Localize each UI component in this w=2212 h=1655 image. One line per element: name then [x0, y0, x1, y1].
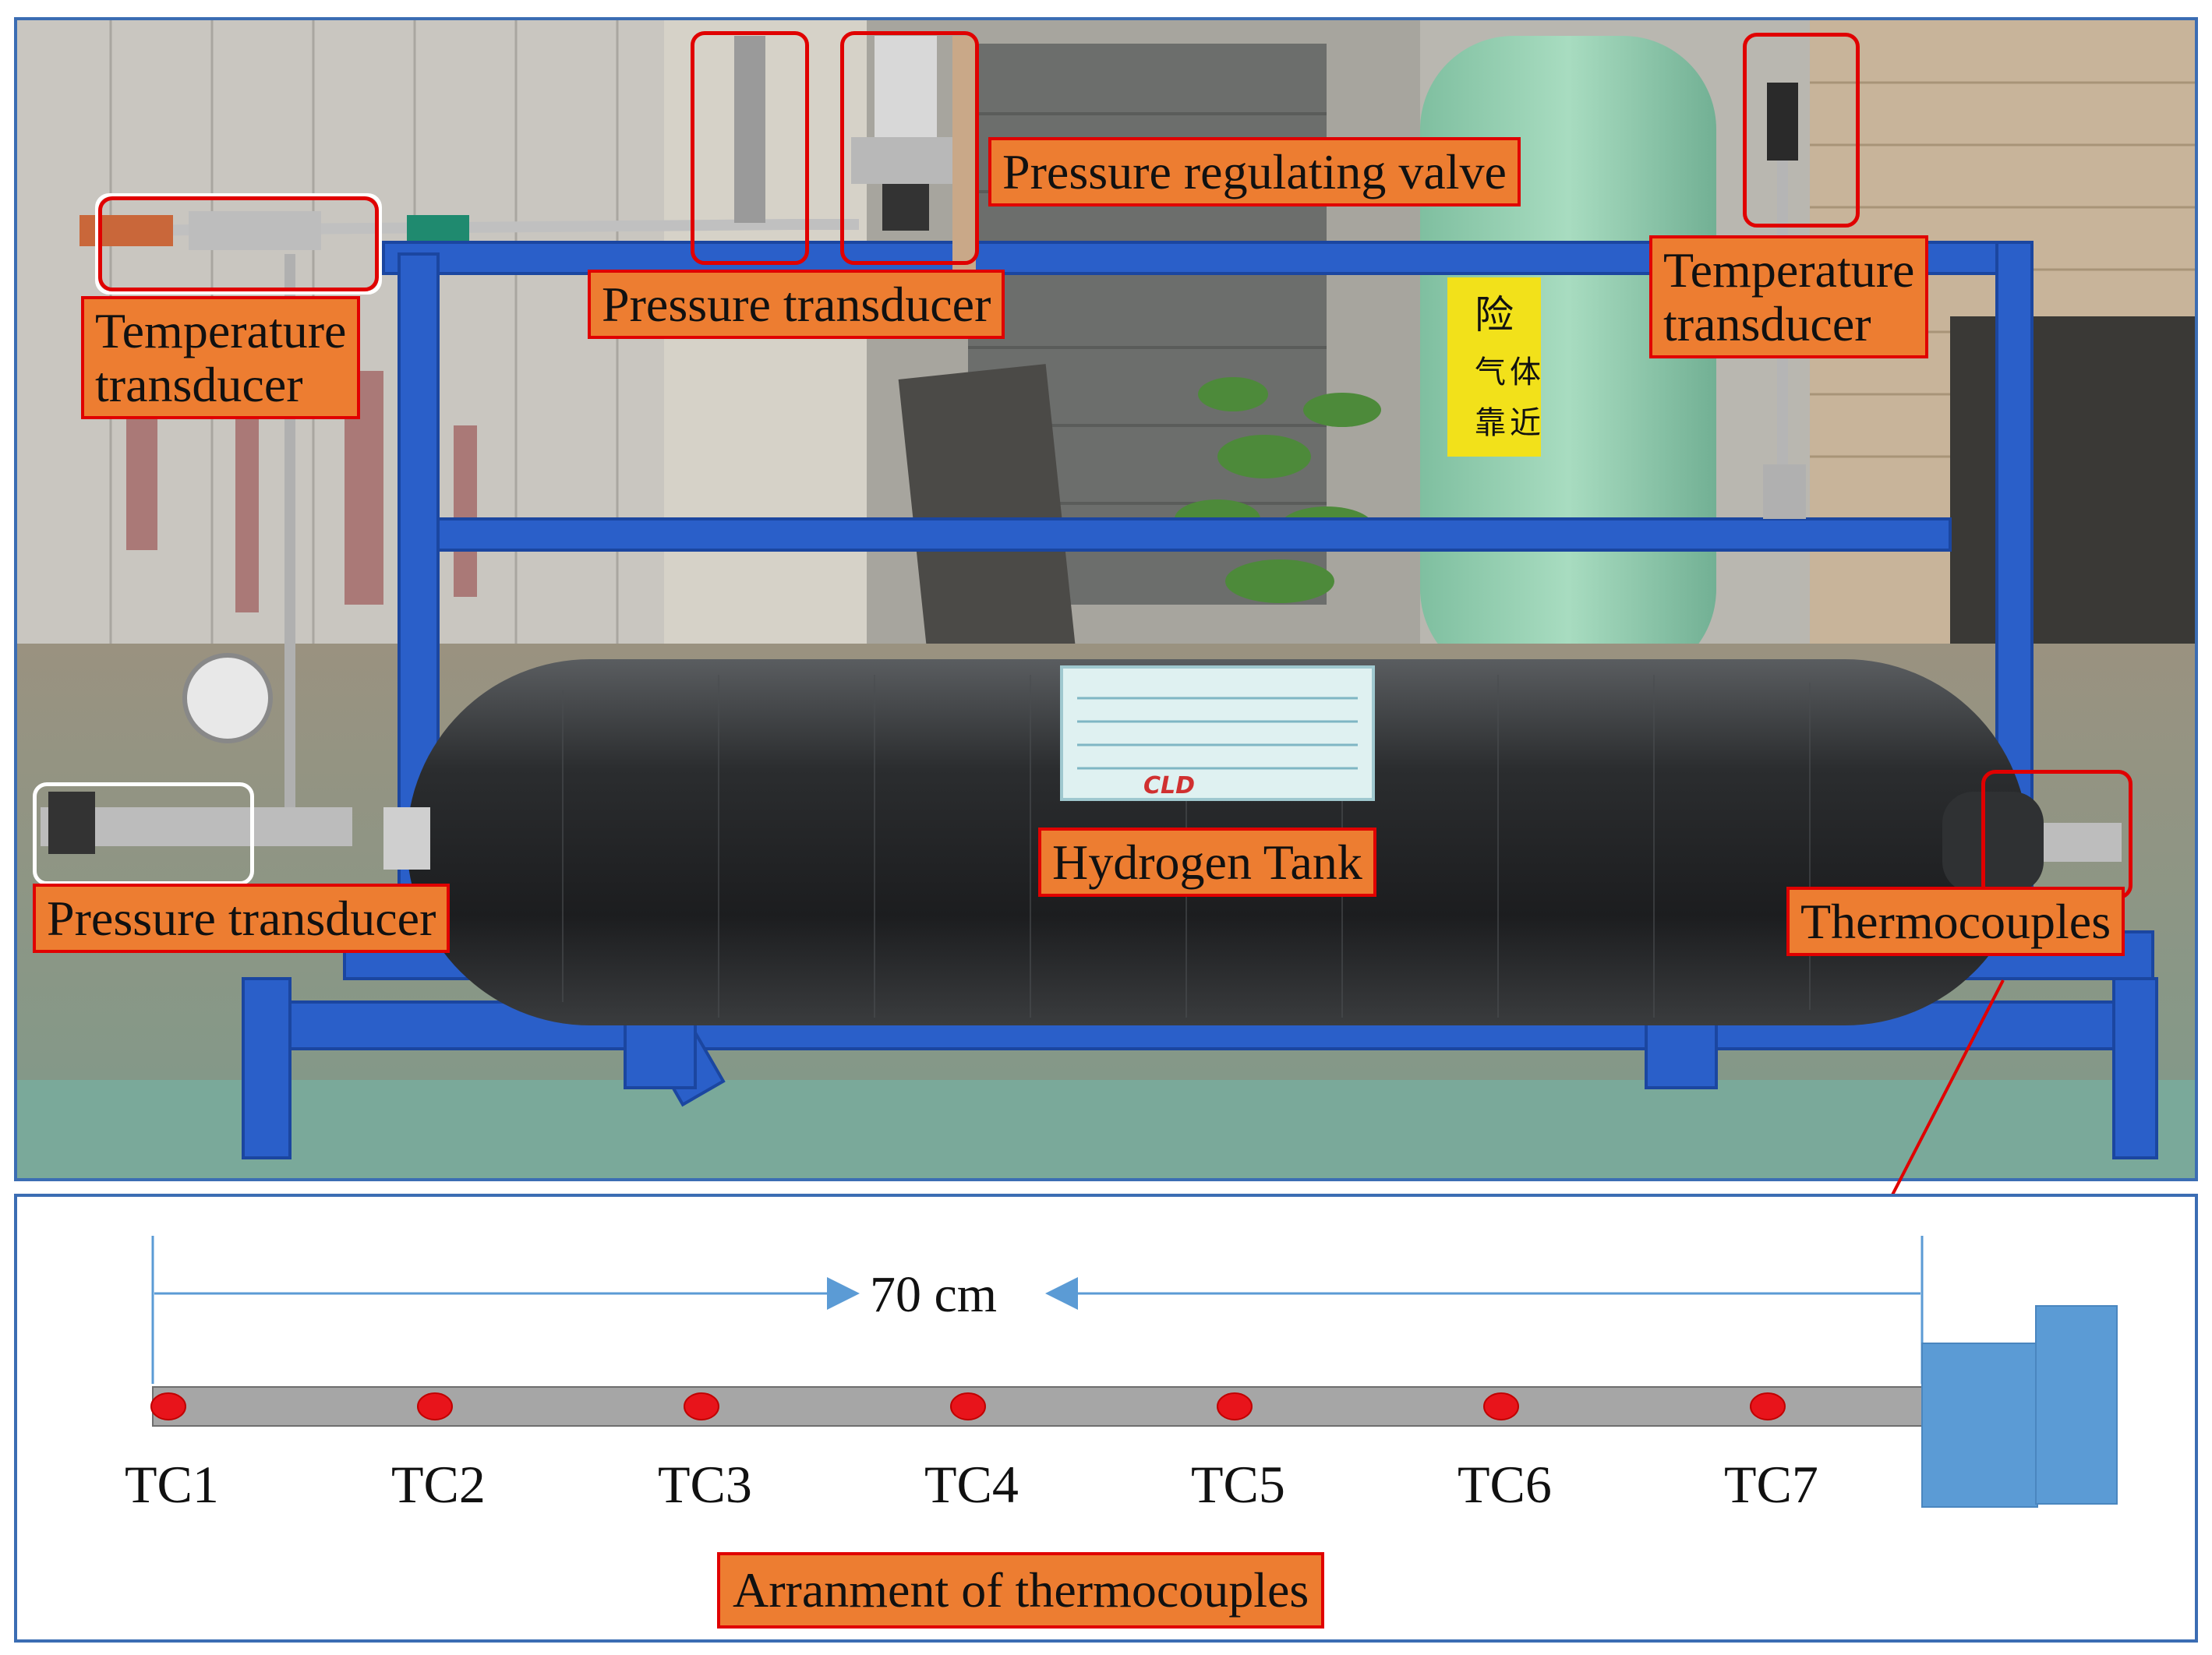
- thermocouple-label-5: TC5: [1191, 1455, 1285, 1514]
- tank-nameplate: [1060, 665, 1375, 801]
- svg-text:靠: 靠: [1475, 405, 1506, 441]
- thermocouple-point-5: [1217, 1392, 1253, 1420]
- thermocouple-point-4: [950, 1392, 986, 1420]
- thermocouple-points: [150, 1392, 1786, 1420]
- temperature-transducer-left-label: Temperature transducer: [81, 296, 361, 420]
- svg-text:气: 气: [1475, 355, 1506, 390]
- thermocouple-label-7: TC7: [1724, 1455, 1818, 1514]
- warning-sign-text: 险: [1475, 292, 1514, 337]
- pressure-gauge: [182, 653, 273, 743]
- dimension-label: 70 cm: [870, 1266, 998, 1323]
- thermocouple-point-7: [1750, 1392, 1786, 1420]
- thermocouples-label: Thermocouples: [1786, 887, 2125, 957]
- thermocouple-label-4: TC4: [924, 1455, 1019, 1514]
- tank-brand: CLD: [1143, 772, 1195, 799]
- thermocouple-point-1: [150, 1392, 186, 1420]
- diagram-panel: 70 cm TC1 TC2 TC3 TC4 TC5 TC6 TC7 Arranment of…: [14, 1194, 2198, 1643]
- pressure-regulating-valve-label: Pressure regulating valve: [988, 137, 1521, 207]
- tank-fitting-outer: [2035, 1305, 2118, 1505]
- tank-fitting-inner: [1921, 1343, 2038, 1508]
- pressure-transducer-left-label: Pressure transducer: [33, 884, 451, 954]
- warning-sign: [1447, 277, 1541, 457]
- temperature-transducer-right-label: Temperature transducer: [1649, 235, 1929, 359]
- temperature-transducer-left-highlight-inner: [98, 196, 379, 291]
- pressure-regulating-valve-highlight: [840, 31, 979, 265]
- diagram-caption: Arranment of thermocouples: [717, 1552, 1325, 1629]
- thermocouples-highlight: [1981, 770, 2132, 899]
- thermocouple-label-6: TC6: [1458, 1455, 1552, 1514]
- photo-panel: 险 气 体 靠 近: [14, 17, 2198, 1181]
- thermocouple-label-3: TC3: [658, 1455, 752, 1514]
- svg-text:近: 近: [1510, 405, 1541, 441]
- temperature-transducer-right-highlight: [1743, 33, 1860, 228]
- temperature-transducer-left-highlight: [95, 193, 382, 295]
- pressure-transducer-top-label: Pressure transducer: [588, 270, 1005, 340]
- pressure-transducer-left-highlight: [33, 782, 254, 885]
- thermocouple-arrangement-diagram: [150, 1236, 2118, 1508]
- thermocouple-point-6: [1483, 1392, 1519, 1420]
- pressure-transducer-top-highlight: [691, 31, 809, 265]
- thermocouple-point-3: [684, 1392, 719, 1420]
- thermocouple-label-1: TC1: [125, 1455, 219, 1514]
- svg-text:体: 体: [1510, 355, 1541, 390]
- hydrogen-tank-label: Hydrogen Tank: [1038, 828, 1376, 898]
- thermocouple-point-2: [417, 1392, 453, 1420]
- thermocouple-label-2: TC2: [391, 1455, 486, 1514]
